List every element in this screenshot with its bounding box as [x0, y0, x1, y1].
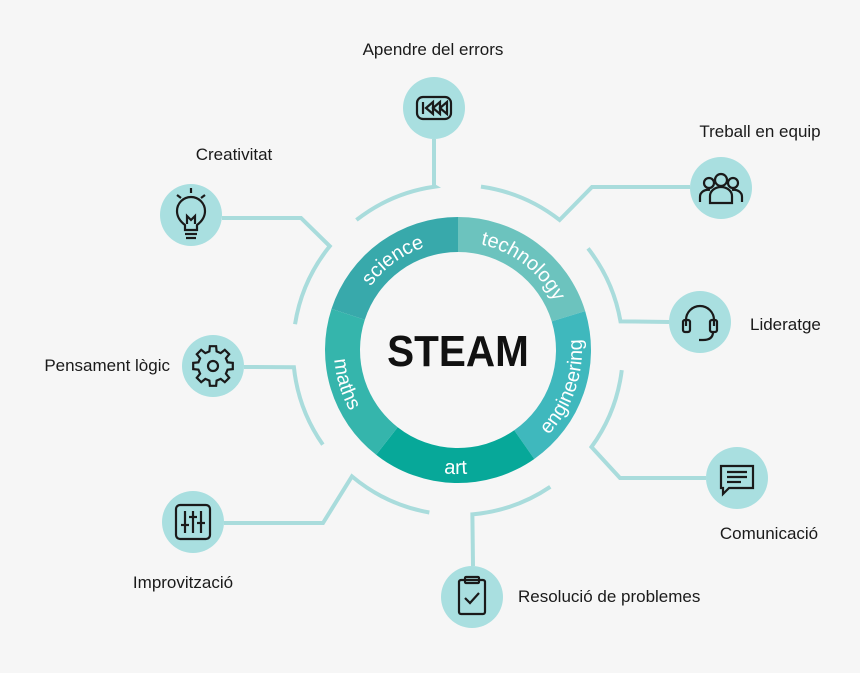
skill-label-improvitzacio: Improvització	[132, 573, 234, 592]
rewind-icon	[415, 95, 453, 121]
sliders-icon	[174, 503, 212, 541]
segment-maths	[325, 308, 398, 455]
segment-label-art: art	[444, 456, 468, 479]
connectors	[222, 139, 706, 567]
skill-label-apendre: Apendre del errors	[362, 40, 504, 59]
chat-icon	[719, 464, 755, 497]
gear-icon	[192, 345, 234, 387]
skill-label-lideratge: Lideratge	[750, 315, 821, 334]
skill-icon-resolucio	[441, 566, 503, 628]
skill-label-treball: Treball en equip	[699, 122, 821, 141]
skill-icon-lideratge	[669, 291, 731, 353]
skill-icon-creativitat	[160, 184, 222, 246]
center-title: STEAM	[387, 326, 529, 375]
connector-improvitzacio	[224, 473, 430, 525]
skill-label-resolucio: Resolució de problemes	[518, 587, 701, 606]
skill-icon-pensament	[182, 335, 244, 397]
connector-pensament	[243, 365, 325, 446]
segment-science	[331, 217, 458, 320]
segment-art	[376, 427, 535, 483]
skill-icon-comunicacio	[706, 447, 768, 509]
connector-lideratge	[586, 247, 670, 324]
connector-comunicacio	[588, 369, 706, 480]
headset-icon	[681, 304, 719, 342]
skill-label-comunicacio: Comunicació	[719, 524, 819, 543]
lightbulb-icon	[175, 188, 207, 240]
connector-apendre	[355, 139, 442, 222]
connector-treball	[480, 184, 690, 223]
segment-engineering	[514, 311, 591, 459]
skill-label-creativitat: Creativitat	[195, 145, 273, 164]
skill-label-pensament: Pensament lògic	[44, 356, 170, 375]
segment-technology	[458, 217, 586, 322]
connector-creativitat	[222, 216, 333, 325]
skill-icon-treball	[690, 157, 752, 219]
team-icon	[698, 172, 744, 205]
steam-ring	[325, 217, 591, 483]
skill-icon-apendre	[403, 77, 465, 139]
skill-icon-improvitzacio	[162, 491, 224, 553]
connector-resolucio	[470, 485, 552, 567]
clipboard-check-icon	[457, 575, 487, 616]
